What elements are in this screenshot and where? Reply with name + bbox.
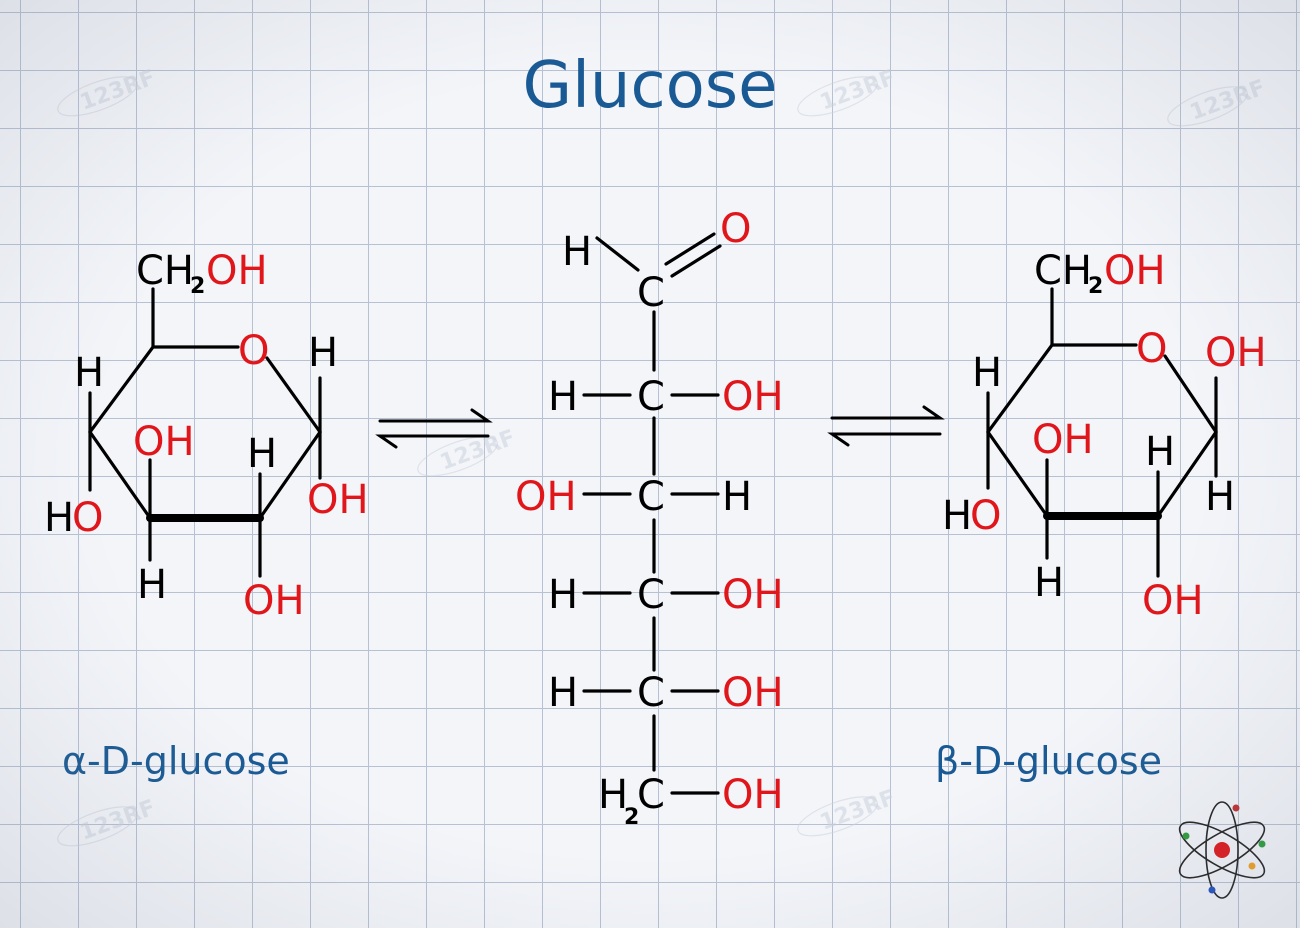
forward-arrow	[830, 405, 945, 420]
bond	[265, 356, 322, 434]
atom-oh: OH	[206, 248, 268, 294]
equilibrium-arrow-right	[827, 405, 945, 447]
reverse-arrow	[375, 434, 490, 449]
subscript-2: 2	[190, 274, 205, 299]
atom-h: H	[942, 493, 972, 539]
atom-oh: OH	[722, 572, 784, 618]
atom-h: H	[1205, 474, 1235, 520]
atom-h: H	[548, 670, 578, 716]
atom-o: O	[72, 495, 103, 541]
ring-oxygen: O	[1136, 326, 1167, 372]
bond	[986, 343, 1054, 434]
atom-h: H	[1034, 560, 1064, 606]
watermark: 123RF	[417, 425, 519, 477]
bond	[1163, 354, 1218, 434]
bond	[88, 430, 152, 520]
atom-h: H	[44, 495, 74, 541]
subscript-2: 2	[624, 805, 639, 830]
atom-oh: OH	[307, 477, 369, 523]
bond	[258, 430, 322, 520]
double-bond	[670, 244, 722, 278]
watermark-text: 123RF	[817, 785, 899, 835]
atom-h: H	[137, 562, 167, 608]
watermark: 123RF	[1167, 75, 1269, 127]
equilibrium-arrow-left	[375, 408, 493, 449]
atom-oh: OH	[1032, 417, 1094, 463]
atom-oh: OH	[722, 772, 784, 818]
atom-c: C	[637, 270, 665, 316]
atom-h: H	[598, 772, 628, 818]
atom-c: C	[637, 474, 665, 520]
atom-h: H	[1145, 429, 1175, 475]
watermark: 123RF	[797, 785, 899, 837]
atom-h: H	[722, 474, 752, 520]
atom-oh: OH	[515, 474, 577, 520]
watermark: 123RF	[797, 65, 899, 117]
forward-arrow	[378, 408, 493, 423]
atom-ch: CH	[1034, 248, 1092, 294]
alpha-glucose-structure: CH 2 OH O H H OH H OH H O H OH α-D-gluco…	[44, 248, 369, 783]
bond	[986, 430, 1049, 518]
bond	[595, 236, 640, 272]
beta-glucose-label: β-D-glucose	[935, 739, 1162, 783]
atom-c: C	[637, 772, 665, 818]
bond	[1156, 430, 1218, 518]
open-chain-structure: H O C H C OH OH C H H C OH H C OH	[515, 206, 784, 830]
atom-c: C	[637, 572, 665, 618]
alpha-glucose-label: α-D-glucose	[62, 739, 290, 783]
atom-h: H	[548, 572, 578, 618]
double-bond	[664, 232, 716, 266]
atom-oh: OH	[722, 374, 784, 420]
atom-c: C	[637, 670, 665, 716]
atom-oh: OH	[133, 419, 195, 465]
watermark-text: 123RF	[1187, 75, 1269, 125]
watermark-text: 123RF	[437, 425, 519, 475]
atom-icon	[1178, 801, 1266, 899]
ring-oxygen: O	[238, 328, 269, 374]
atom-oh: OH	[243, 578, 305, 624]
atom-o: O	[970, 493, 1001, 539]
atom-h: H	[308, 330, 338, 376]
atom-h: H	[972, 350, 1002, 396]
subscript-2: 2	[1088, 274, 1103, 299]
atom-oh: OH	[722, 670, 784, 716]
watermark: 123RF	[57, 65, 159, 117]
beta-glucose-structure: CH 2 OH O OH H OH H H H O H OH β-D-gluco…	[935, 248, 1267, 783]
reverse-arrow	[827, 432, 942, 447]
atom-ch: CH	[136, 248, 194, 294]
atom-oh: OH	[1142, 578, 1204, 624]
atom-c: C	[637, 374, 665, 420]
atom-h: H	[247, 431, 277, 477]
bond	[88, 345, 155, 434]
watermark: 123RF	[57, 795, 159, 847]
watermark-text: 123RF	[77, 795, 159, 845]
diagram-title: Glucose	[523, 49, 778, 123]
atom-h: H	[74, 350, 104, 396]
atom-o: O	[720, 206, 751, 252]
atom-oh: OH	[1104, 248, 1166, 294]
atom-h: H	[562, 229, 592, 275]
atom-h: H	[548, 374, 578, 420]
watermark-text: 123RF	[817, 65, 899, 115]
atom-oh: OH	[1205, 330, 1267, 376]
watermark-text: 123RF	[77, 65, 159, 115]
